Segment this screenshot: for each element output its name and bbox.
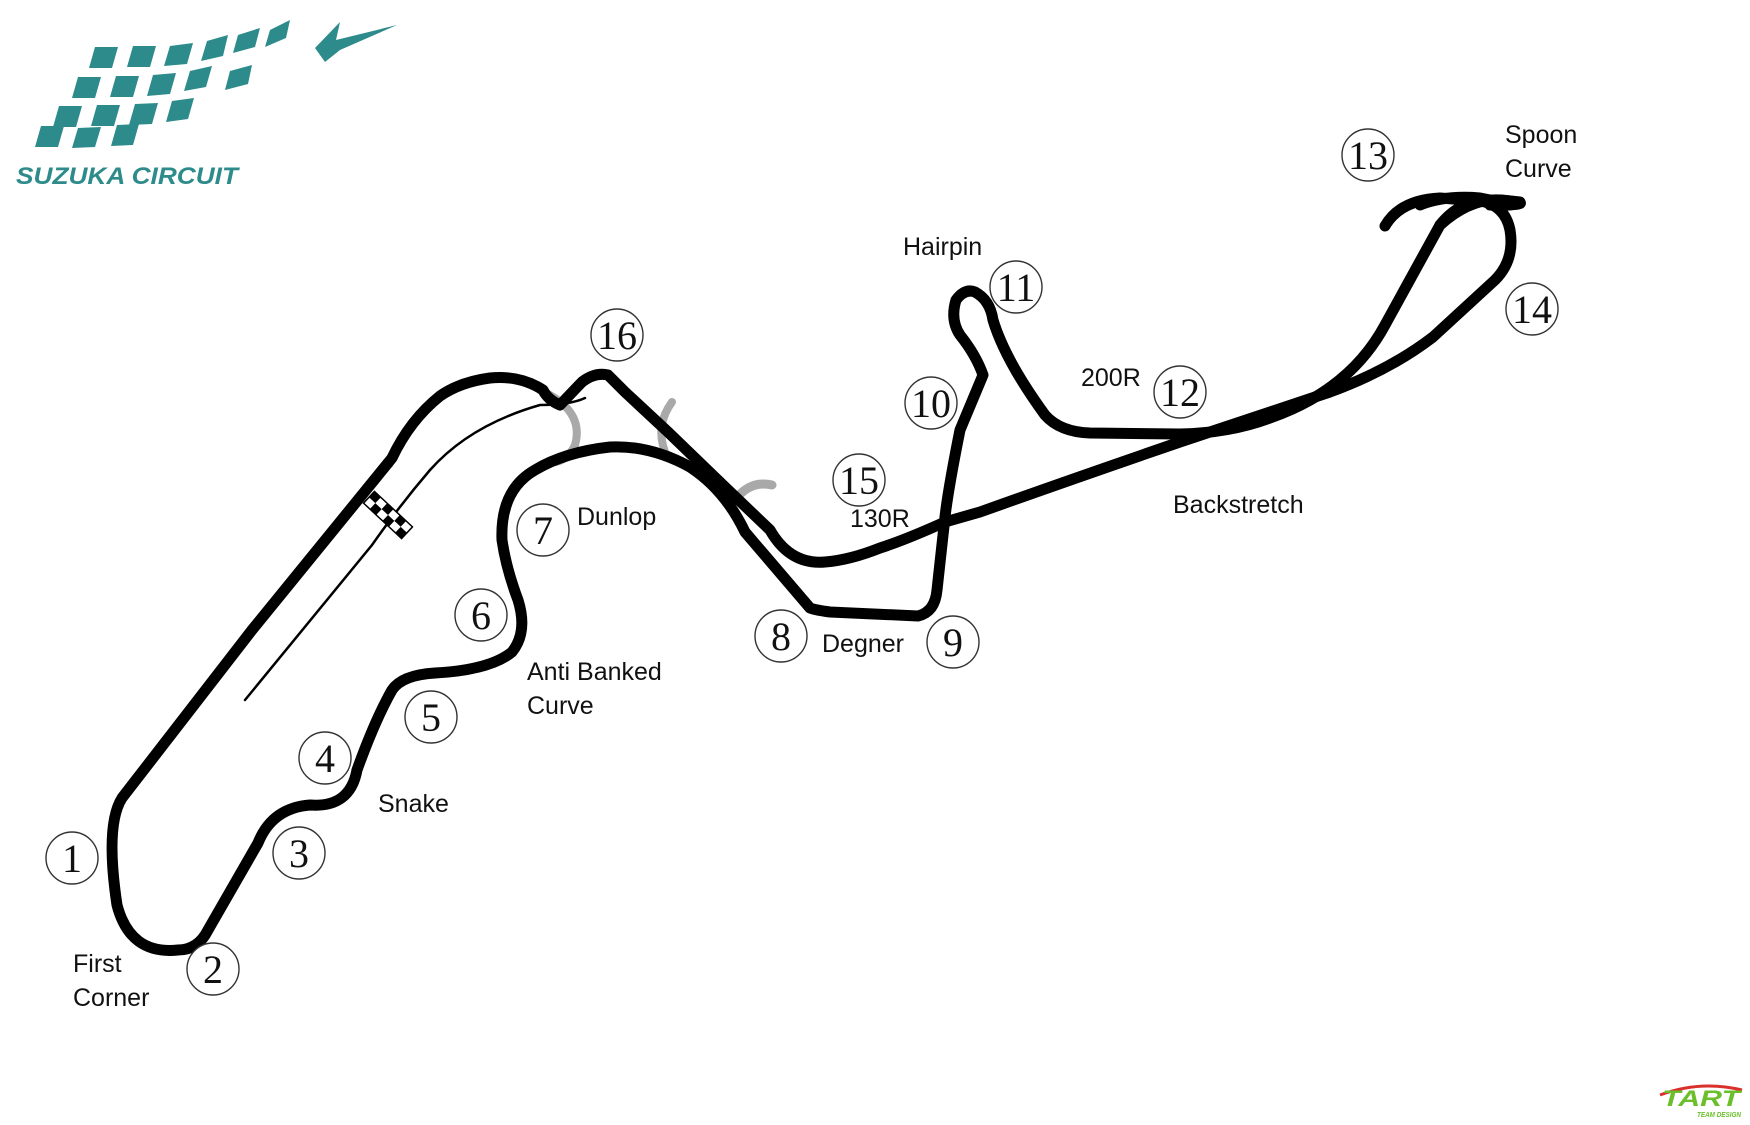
label-hairpin: Hairpin — [903, 233, 982, 261]
turn-marker-circle — [516, 503, 570, 557]
turn-marker-circle — [754, 609, 808, 663]
turn-number: 3 — [289, 831, 309, 876]
runoff-areas — [536, 386, 777, 505]
label-spoon-line2: Curve — [1505, 155, 1572, 183]
turn-number: 11 — [997, 265, 1036, 310]
turn-marker-circle — [832, 453, 886, 507]
checkered-flag-logo-icon — [35, 20, 397, 148]
corner-labels: First Corner Snake Anti Banked Curve Dun… — [73, 121, 1577, 1012]
turn-number: 8 — [771, 614, 791, 659]
label-200r: 200R — [1081, 364, 1141, 392]
label-anti-banked-line2: Curve — [527, 692, 594, 720]
label-130r: 130R — [850, 505, 910, 533]
turn-marker-13: 13 — [1341, 128, 1395, 182]
turn-number: 2 — [203, 947, 223, 992]
turn-marker-circle — [1341, 128, 1395, 182]
turn-marker-circle — [1505, 282, 1559, 336]
turn-marker-8: 8 — [754, 609, 808, 663]
tart-swoosh-icon — [1659, 1084, 1743, 1097]
turn-number: 15 — [839, 458, 879, 503]
turn-marker-circle — [1153, 365, 1207, 419]
turn-number: 9 — [943, 620, 963, 665]
turn-number: 12 — [1160, 370, 1200, 415]
label-degner: Degner — [822, 630, 904, 658]
start-finish-flag-icon — [362, 490, 414, 540]
tart-logo-text: TART — [1662, 1086, 1742, 1111]
turn-marker-circle — [404, 690, 458, 744]
turn-marker-circle — [298, 731, 352, 785]
turn-number: 16 — [597, 313, 637, 358]
turn-marker-circle — [926, 615, 980, 669]
turn-marker-11: 11 — [989, 260, 1043, 314]
turn-marker-15: 15 — [832, 453, 886, 507]
label-snake: Snake — [378, 790, 449, 818]
turn-marker-circle — [272, 826, 326, 880]
track — [106, 191, 1526, 956]
turn-marker-1: 1 — [45, 831, 99, 885]
logo-text: SUZUKA CIRCUIT — [16, 163, 241, 190]
turn-marker-circle — [989, 260, 1043, 314]
turn-marker-16: 16 — [590, 308, 644, 362]
turn-marker-circle — [186, 942, 240, 996]
label-first-corner-line1: First — [73, 950, 122, 978]
track-spoon-loop — [382, 192, 1517, 568]
turn-marker-2: 2 — [186, 942, 240, 996]
turn-marker-7: 7 — [516, 503, 570, 557]
turn-marker-5: 5 — [404, 690, 458, 744]
turn-marker-circle — [904, 376, 958, 430]
track-path — [106, 194, 1526, 956]
turn-marker-6: 6 — [454, 588, 508, 642]
label-backstretch: Backstretch — [1173, 491, 1304, 519]
label-anti-banked-line1: Anti Banked — [527, 658, 662, 686]
turn-marker-9: 9 — [926, 615, 980, 669]
turn-number: 5 — [421, 695, 441, 740]
turn-marker-circle — [45, 831, 99, 885]
turn-marker-4: 4 — [298, 731, 352, 785]
turn-number: 6 — [471, 593, 491, 638]
turn-number: 14 — [1512, 287, 1552, 332]
turn-number: 7 — [533, 508, 553, 553]
turn-marker-circle — [454, 588, 508, 642]
turn-marker-12: 12 — [1153, 365, 1207, 419]
turn-number: 13 — [1348, 133, 1388, 178]
turn-marker-3: 3 — [272, 826, 326, 880]
turn-marker-14: 14 — [1505, 282, 1559, 336]
turn-marker-10: 10 — [904, 376, 958, 430]
turn-number: 10 — [911, 381, 951, 426]
turn-number: 4 — [315, 736, 335, 781]
label-first-corner-line2: Corner — [73, 984, 149, 1012]
label-spoon-line1: Spoon — [1505, 121, 1577, 149]
suzuka-circuit-logo: SUZUKA CIRCUIT — [16, 20, 397, 190]
label-dunlop: Dunlop — [577, 503, 656, 531]
turn-marker-circle — [590, 308, 644, 362]
tart-logo-subtext: TEAM DESIGN — [1697, 1112, 1742, 1119]
tart-team-design-logo: TART TEAM DESIGN — [1659, 1084, 1743, 1119]
turn-number: 1 — [62, 836, 82, 881]
